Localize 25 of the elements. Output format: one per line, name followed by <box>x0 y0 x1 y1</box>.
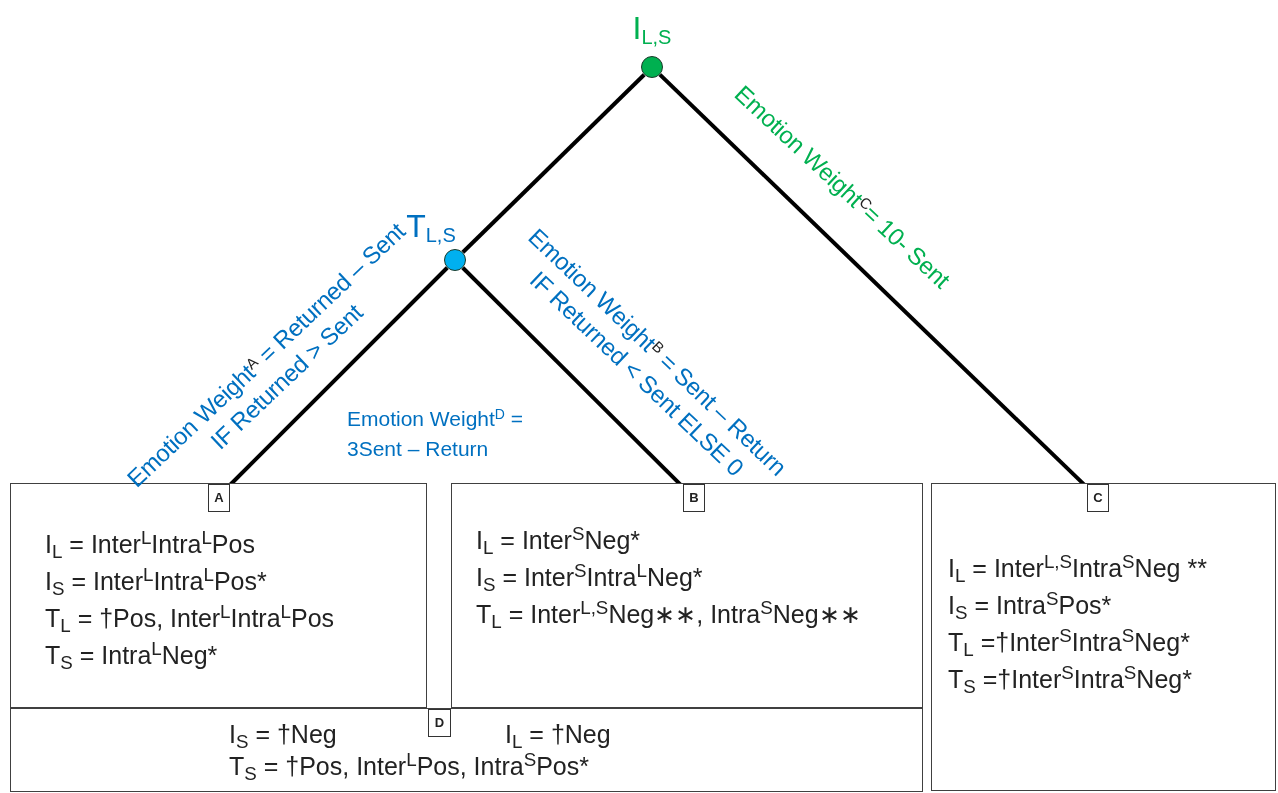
formula-text: I$_{L}$ = Inter$^{L,S}$Intra$^{S}$Neg ** <box>948 554 1207 582</box>
formula-text: I$_{L}$ = Inter$^{S}$Neg* <box>476 526 640 554</box>
node-label: T$_{L,S}$ <box>406 208 456 244</box>
node-label: I$_{L,S}$ <box>632 10 672 46</box>
letter-tag: D <box>428 709 451 737</box>
formula-text: I$_{S}$ = Inter$^{S}$Intra$^{L}$Neg* <box>476 563 703 591</box>
formula-text: T$_{S}$ = Intra$^{L}$Neg* <box>45 641 218 669</box>
letter-tag: B <box>683 484 705 512</box>
formula-text: T$_{L}$ = Inter$^{L,S}$Neg∗∗, Intra$^{S}$Neg∗∗ <box>476 600 861 628</box>
formula-text: I$_{S}$ = †Neg <box>229 720 337 748</box>
letter-tag: A <box>208 484 230 512</box>
branch-line <box>461 73 646 254</box>
formula-text: I$_{L}$ = †Neg <box>505 720 611 748</box>
result-box <box>10 708 923 792</box>
formula-text: I$_{S}$ = Intra$^{S}$Pos* <box>948 591 1112 619</box>
formula-text: T$_{S}$ = †Pos, Inter$^{L}$Pos, Intra$^{S}$Pos* <box>229 752 589 780</box>
formula-text: I$_{S}$ = Inter$^{L}$Intra$^{L}$Pos* <box>45 567 267 595</box>
formula-text: I$_{L}$ = Inter$^{L}$Intra$^{L}$Pos <box>45 530 255 558</box>
result-box <box>931 483 1276 791</box>
letter-tag: C <box>1087 484 1109 512</box>
result-box <box>451 483 923 708</box>
formula-text: T$_{L}$ =†Inter$^{S}$Intra$^{S}$Neg* <box>948 628 1190 656</box>
formula-text: T$_{L}$ = †Pos, Inter$^{L}$Intra$^{L}$Pos <box>45 604 335 632</box>
formula-text: T$_{S}$ =†Inter$^{S}$Intra$^{S}$Neg* <box>948 665 1192 693</box>
formula-label: Emotion Weight$^{D}$ = 3Sent – Return <box>347 407 524 460</box>
